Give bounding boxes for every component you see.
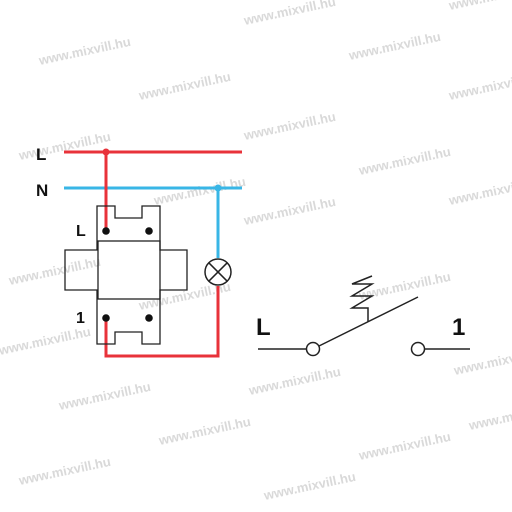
watermark-text: www.mixvill.hu — [447, 174, 512, 208]
terminal-l-pair-dot — [145, 227, 153, 235]
switched-wire — [104, 286, 220, 358]
watermark-text: www.mixvill.hu — [137, 69, 233, 103]
watermark-text: www.mixvill.hu — [242, 0, 338, 28]
watermark-text: www.mixvill.hu — [17, 129, 113, 163]
watermark-text: www.mixvill.hu — [37, 34, 133, 68]
symbol-label-l: L — [256, 314, 271, 341]
watermark-text: www.mixvill.hu — [157, 414, 253, 448]
label-terminal-l: L — [76, 223, 86, 240]
watermark-text: www.mixvill.hu — [262, 469, 358, 503]
switch-body-outline — [64, 205, 188, 345]
terminal-1-pair-dot — [145, 314, 153, 322]
switch-rocker-square — [97, 240, 161, 300]
watermark-text: www.mixvill.hu — [242, 109, 338, 143]
watermark-text: www.mixvill.hu — [357, 429, 453, 463]
watermark-text: www.mixvill.hu — [247, 364, 343, 398]
label-line-l: L — [36, 145, 46, 164]
watermark-text: www.mixvill.hu — [447, 69, 512, 103]
watermark-text: www.mixvill.hu — [0, 324, 92, 358]
symbol-spring-icon — [349, 275, 375, 322]
lamp-icon — [204, 258, 232, 286]
label-terminal-1: 1 — [76, 310, 85, 327]
symbol-label-1: 1 — [452, 314, 465, 341]
watermark-text: www.mixvill.hu — [7, 254, 103, 288]
watermark-text: www.mixvill.hu — [357, 144, 453, 178]
watermark-text: www.mixvill.hu — [357, 269, 453, 303]
watermark-text: www.mixvill.hu — [57, 379, 153, 413]
symbol-contact-left — [305, 341, 321, 357]
neutral-junction-dot — [214, 184, 222, 192]
watermark-text: www.mixvill.hu — [467, 399, 512, 433]
line-junction-dot — [102, 148, 110, 156]
symbol-contact-right — [410, 341, 426, 357]
watermark-text: www.mixvill.hu — [447, 0, 512, 13]
terminal-1-dot — [102, 314, 110, 322]
watermark-text: www.mixvill.hu — [242, 194, 338, 228]
label-neutral-n: N — [36, 181, 48, 200]
watermark-text: www.mixvill.hu — [17, 454, 113, 488]
watermark-text: www.mixvill.hu — [152, 174, 248, 208]
terminal-l-dot — [102, 227, 110, 235]
watermark-text: www.mixvill.hu — [347, 29, 443, 63]
